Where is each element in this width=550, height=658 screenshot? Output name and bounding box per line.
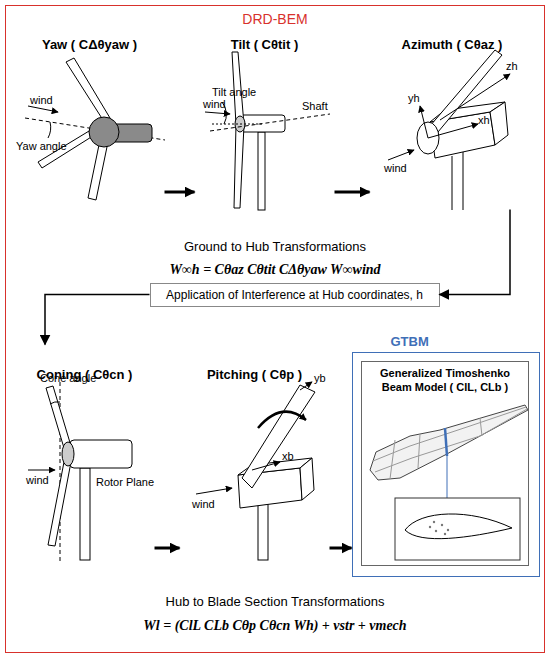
model-box: Generalized Timoshenko Beam Model ( ClL,… <box>361 361 529 566</box>
flow-arrow <box>335 191 370 194</box>
illustration-label: wind <box>26 474 49 486</box>
frame-heading: DRD-BEM <box>6 11 544 27</box>
yaw-rotor-part <box>66 58 110 120</box>
blade-model-part <box>447 456 448 498</box>
blade-model-part <box>370 405 528 480</box>
blade-model-part <box>418 434 420 468</box>
node-title: Generalized Timoshenko Beam Model ( ClL,… <box>362 362 528 398</box>
blade-model-part <box>373 407 526 461</box>
illustration-label: Yaw angle <box>16 140 67 152</box>
process-box: Application of Interference at Hub coord… <box>150 283 440 307</box>
azimuth-turbine-part <box>490 102 508 145</box>
flow-arrow <box>45 295 150 345</box>
blade-model <box>370 405 528 560</box>
pitching-turbine-part <box>258 504 268 560</box>
illustration-label: wind <box>203 98 226 110</box>
node-title: Yaw ( CΔθyaw ) <box>15 35 165 52</box>
coning-turbine-part <box>48 462 71 546</box>
node-title: Azimuth ( Cθaz ) <box>370 35 535 52</box>
blade-model-part <box>433 521 435 523</box>
blade-model-part <box>444 533 446 535</box>
illustration-label: Tilt angle <box>212 86 256 98</box>
illustration-label: Cone angle <box>40 372 96 384</box>
azimuth-turbine-part <box>428 124 478 138</box>
blade-model-part <box>441 524 443 526</box>
illustration-label: Shaft <box>302 100 328 112</box>
flow-arrow <box>330 547 352 550</box>
section-heading: Ground to Hub Transformations <box>184 239 366 254</box>
tilt-turbine-part <box>210 114 330 131</box>
tilt-turbine-part <box>258 132 265 210</box>
pitching-turbine-part <box>300 382 312 390</box>
coning-turbine-part <box>50 402 60 404</box>
blade-model-part <box>405 514 512 539</box>
tilt-panel: Tilt ( Cθtit ) <box>195 35 335 210</box>
outer-frame: DRD-BEM Yaw ( CΔθyaw ) Tilt ( Cθtit ) Azimu… <box>5 5 545 653</box>
node-title: Tilt ( Cθtit ) <box>195 35 335 52</box>
formula: Wl = (ClL CLb Cθp Cθcn Wh) + vstr + vmec… <box>143 618 406 634</box>
pitching-turbine-part <box>300 458 314 500</box>
pitching-turbine-part <box>196 488 232 494</box>
pitching-turbine <box>196 382 315 560</box>
gtbm-frame: GTBMGeneralized Timoshenko Beam Model ( … <box>352 352 540 577</box>
coning-turbine-part <box>70 440 132 468</box>
azimuth-turbine-part <box>420 106 428 138</box>
coning-turbine-part <box>80 468 90 560</box>
illustration-label: xh <box>478 114 490 126</box>
coning-turbine <box>28 382 132 562</box>
blade-model-part <box>435 530 437 532</box>
illustration-label: wind <box>192 498 215 510</box>
coning-turbine-part <box>62 442 74 466</box>
illustration-label: wind <box>384 162 407 174</box>
azimuth-turbine-part <box>452 156 453 210</box>
blade-model-part <box>429 526 431 528</box>
yaw-rotor-part <box>28 106 58 112</box>
blade-model-part <box>395 498 520 560</box>
coning-turbine-part <box>28 470 55 471</box>
section-heading: Hub to Blade Section Transformations <box>166 594 385 609</box>
blade-model-part <box>445 428 447 456</box>
node-title: Application of Interference at Hub coord… <box>151 284 439 306</box>
yaw-rotor-part <box>48 122 51 138</box>
illustration-label: Rotor Plane <box>96 476 154 488</box>
azimuth-turbine-part <box>440 74 510 120</box>
pitching-turbine-part <box>258 412 306 428</box>
illustration-label: yh <box>408 92 420 104</box>
formula: W∞h = Cθaz Cθtit CΔθyaw W∞wind <box>169 262 380 278</box>
flow-arrow <box>155 547 180 550</box>
azimuth-turbine-part <box>463 152 464 210</box>
blade-model-part <box>447 529 449 531</box>
frame-heading: GTBM <box>391 334 429 349</box>
tilt-turbine-part <box>212 124 262 125</box>
yaw-rotor-part <box>88 140 108 200</box>
tilt-turbine-part <box>240 115 285 132</box>
pitching-turbine-part <box>242 385 315 488</box>
illustration-label: xb <box>282 450 294 462</box>
illustration-label: zh <box>506 60 518 72</box>
azimuth-turbine-part <box>388 150 414 160</box>
blade-model-part <box>390 440 395 479</box>
tilt-turbine-part <box>232 52 244 208</box>
blade-model-part <box>480 418 482 436</box>
pitching-turbine-part <box>252 462 280 470</box>
illustration-label: yb <box>314 372 326 384</box>
flow-arrow <box>440 210 511 295</box>
tilt-turbine <box>205 52 330 210</box>
yaw-rotor-part <box>89 117 119 147</box>
coning-turbine-part <box>46 386 71 448</box>
azimuth-turbine <box>388 50 510 210</box>
flow-arrow <box>165 191 195 194</box>
blade-model-part <box>375 409 527 472</box>
illustration-label: wind <box>30 94 53 106</box>
yaw-rotor <box>25 58 165 200</box>
yaw-panel: Yaw ( CΔθyaw ) <box>15 35 165 210</box>
pitching-panel: Pitching ( Cθp ) <box>180 345 330 560</box>
node-title: Pitching ( Cθp ) <box>180 345 330 382</box>
